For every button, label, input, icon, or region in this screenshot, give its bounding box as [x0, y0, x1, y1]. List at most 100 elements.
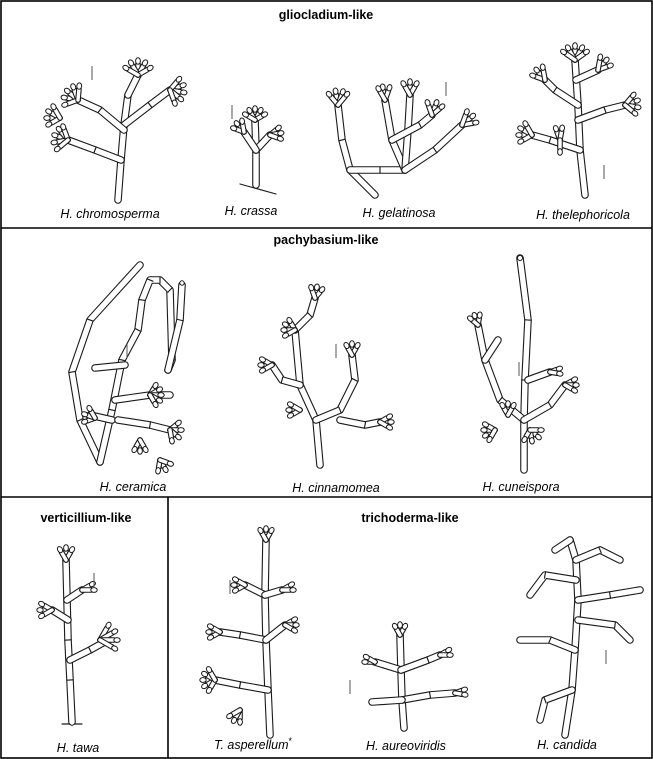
drawing-h-chromosperma — [44, 58, 188, 200]
drawing-t-asperellum — [200, 526, 299, 735]
conidium — [61, 101, 69, 108]
conidium — [180, 90, 187, 96]
hypha-lumen — [543, 70, 545, 80]
hypha-lumen — [528, 372, 550, 380]
label-h-gelatinosa: H. gelatinosa — [363, 206, 436, 220]
drawing-h-tawa — [37, 545, 120, 724]
hypha-lumen — [550, 372, 557, 373]
label-h-cinnamomea: H. cinnamomea — [292, 481, 380, 495]
conidium — [180, 281, 184, 285]
conidium — [277, 135, 285, 142]
conidium — [463, 108, 470, 116]
hypha-lumen — [524, 385, 565, 420]
label-h-ceramica: H. ceramica — [100, 480, 167, 494]
conidium — [633, 97, 641, 104]
conidium — [64, 545, 69, 551]
label-t-asperellum-name: T. asperellum — [214, 738, 289, 752]
conidium — [606, 62, 614, 69]
conidium — [386, 84, 393, 92]
conidium — [114, 638, 120, 643]
conidium — [553, 125, 560, 133]
drawing-h-ceramica — [69, 265, 184, 474]
hypha-lumen — [565, 540, 578, 735]
conidium — [447, 653, 453, 658]
hypha-lumen — [243, 124, 244, 132]
conidium — [477, 312, 483, 319]
conidium — [481, 428, 487, 433]
conidium — [518, 256, 523, 261]
section-title-verticillium: verticillium-like — [40, 511, 131, 525]
conidium — [529, 437, 535, 444]
conidium — [136, 58, 141, 64]
conidium — [538, 428, 544, 433]
conidium — [556, 371, 563, 377]
conidium — [286, 408, 292, 413]
hypha-lumen — [316, 355, 355, 420]
hypha-lumen — [532, 135, 580, 150]
conidium — [206, 630, 212, 635]
conidium — [264, 526, 269, 532]
conidium — [91, 588, 97, 593]
hypha-lumen — [598, 60, 600, 70]
conidium — [293, 623, 299, 628]
hypha-lumen — [401, 655, 440, 670]
conidium — [200, 678, 206, 683]
conidium — [51, 132, 59, 139]
hypha-lumen — [372, 700, 402, 702]
hypha-lumen — [100, 280, 172, 462]
label-h-aureoviridis: H. aureoviridis — [366, 739, 446, 753]
conidium — [44, 116, 50, 121]
drawing-h-crassa — [230, 106, 285, 194]
hypha-lumen — [170, 430, 171, 438]
drawing-h-candida — [520, 540, 640, 735]
conidium — [573, 383, 579, 388]
label-t-asperellum-marker: * — [289, 736, 293, 746]
hypha-lumen — [520, 640, 575, 650]
conidium — [529, 72, 537, 79]
conidium — [461, 692, 468, 698]
conidium — [540, 64, 546, 71]
drawing-h-cinnamomea — [258, 284, 394, 465]
conidium — [70, 83, 77, 91]
conidium — [472, 120, 479, 126]
conidium — [158, 393, 164, 398]
label-h-candida: H. candida — [537, 738, 597, 752]
section-title-trichoderma: trichoderma-like — [361, 511, 458, 525]
conidium — [51, 140, 58, 146]
conidium — [231, 583, 237, 588]
section-title-gliocladium: gliocladium-like — [279, 8, 374, 22]
conidium — [258, 363, 264, 368]
conidium — [167, 460, 175, 467]
label-h-thelephoricola: H. thelephoricola — [536, 208, 630, 222]
conidium — [281, 328, 287, 333]
conidium — [239, 118, 245, 125]
label-h-chromosperma: H. chromosperma — [60, 207, 159, 221]
conidium — [155, 467, 161, 474]
hypha-lumen — [485, 340, 498, 360]
hypha-lumen — [95, 365, 125, 368]
conidium — [61, 95, 68, 101]
label-h-crassa: H. crassa — [225, 204, 278, 218]
conidium — [138, 448, 143, 454]
conidium — [290, 588, 296, 593]
hypha-outline — [100, 280, 172, 462]
conidium — [408, 79, 413, 85]
label-h-tawa: H. tawa — [57, 741, 99, 755]
conidium — [171, 99, 178, 107]
conidium — [179, 82, 187, 89]
conidium — [558, 149, 563, 155]
conidium — [308, 284, 315, 292]
conidium — [424, 99, 431, 107]
conidium — [559, 125, 565, 132]
hypha-lumen — [576, 550, 620, 560]
conidium — [433, 99, 440, 107]
conidium — [506, 401, 511, 407]
label-h-cuneispora: H. cuneispora — [482, 480, 559, 494]
hypha-lumen — [455, 693, 462, 694]
conidium — [388, 420, 394, 425]
hypha-lumen — [78, 89, 79, 100]
conidium — [350, 341, 355, 347]
conidium — [253, 106, 258, 112]
conidium — [573, 43, 578, 49]
